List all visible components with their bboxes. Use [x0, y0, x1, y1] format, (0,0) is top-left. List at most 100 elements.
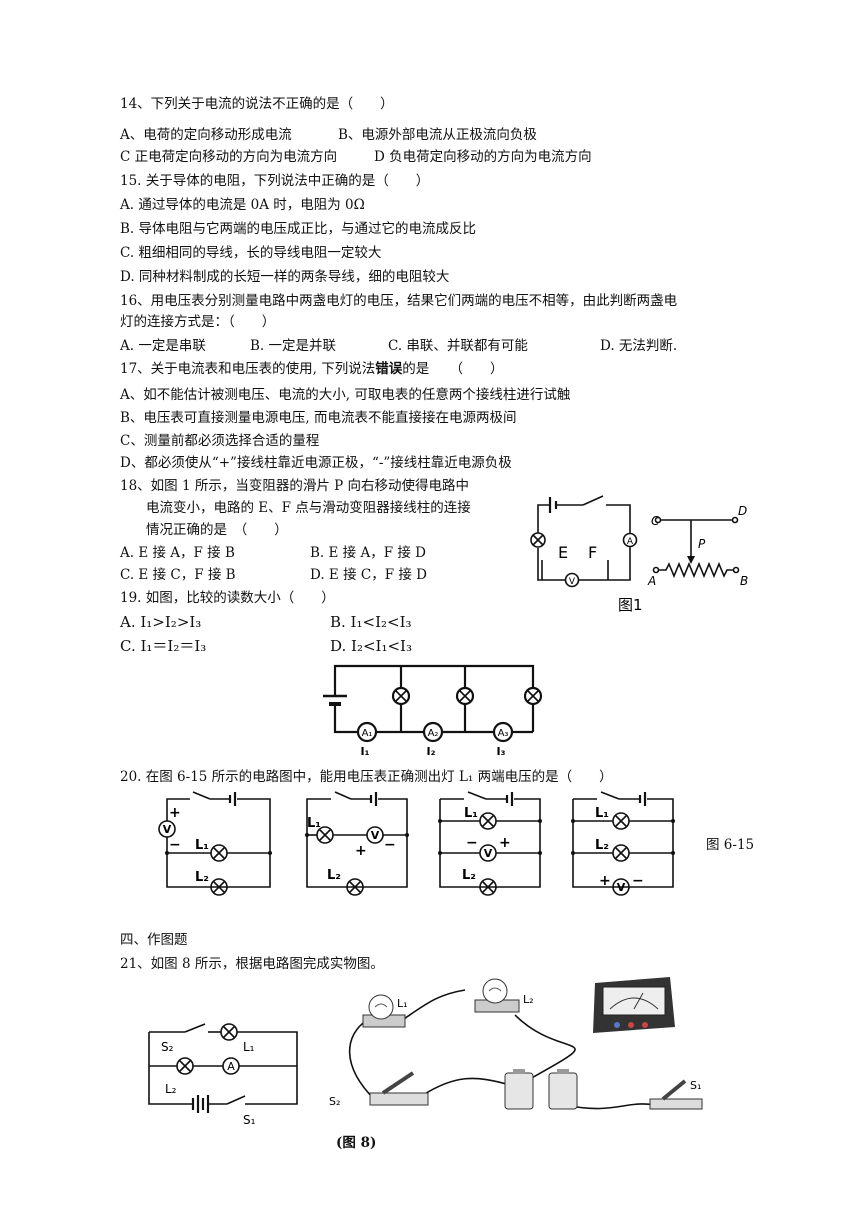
- lamp-l2-label: L₂: [595, 838, 609, 853]
- wire: [504, 1014, 576, 1094]
- wire: [348, 1019, 376, 1101]
- wire: [237, 1031, 298, 1105]
- q14-option-b: B、电源外部电流从正极流向负极: [338, 127, 537, 143]
- wire: [333, 664, 535, 688]
- terminal-b: [732, 566, 740, 574]
- figure-1-caption: 图1: [618, 596, 643, 614]
- wire: [564, 1103, 656, 1110]
- voltmeter-icon: [612, 878, 630, 896]
- wire: [606, 504, 631, 534]
- current-i3-label: I₃: [497, 745, 506, 758]
- lamp-icon: [612, 812, 630, 830]
- lamp-l2-icon: [176, 1057, 194, 1075]
- lamp-l2-label: L₂: [327, 868, 341, 883]
- q17-option-d: D、都必须使从“+”接线柱靠近电源正极，“-”接线柱靠近电源负极: [120, 455, 512, 471]
- junction: [165, 851, 169, 855]
- section-heading: 四、作图题: [120, 932, 188, 948]
- switch-s1-physical-label: S₁: [690, 1079, 701, 1092]
- q15-option-d: D. 同种材料制成的长短一样的两条导线，细的电阻较大: [120, 269, 450, 285]
- switch-blade: [582, 495, 604, 506]
- junction: [438, 851, 442, 855]
- ammeter-device-icon: [593, 977, 675, 1033]
- q18-stem-line2: 电流变小，电路的 E、F 点与滑动变阻器接线柱的连接: [146, 500, 471, 516]
- q17-option-a: A、如不能估计被测电压、电流的大小, 可取电表的任意两个接线柱进行试触: [120, 387, 571, 403]
- wire: [333, 704, 357, 734]
- q15-option-b: B. 导体电阻与它两端的电压成正比，与通过它的电流成反比: [120, 221, 477, 237]
- lamp-icon: [391, 686, 411, 706]
- q15-option-c: C. 粗细相同的导线，长的导线电阻一定较大: [120, 245, 382, 261]
- plus-label: +: [499, 835, 511, 851]
- q18-stem-line3: 情况正确的是 （ ）: [146, 522, 288, 538]
- q19-option-c: C. I₁＝I₂＝I₃: [120, 637, 207, 655]
- q21-stem: 21、如图 8 所示，根据电路图完成实物图。: [120, 956, 384, 972]
- lamp-cross: [532, 534, 544, 546]
- q17-stem-emphasis: 错误: [375, 361, 403, 377]
- q20-circuit-c: V − + L₁ L₂: [438, 791, 542, 896]
- q19-circuit: A₁ A₂ A₃ I₁ I₂ I₃: [323, 664, 543, 758]
- bulb-l1-icon: [362, 994, 406, 1028]
- junction: [538, 819, 542, 823]
- switch-s2-blade: [184, 1023, 206, 1033]
- q16-option-a: A. 一定是串联: [120, 338, 206, 354]
- plus-label: +: [355, 843, 367, 859]
- lamp-l2-label: L₂: [462, 868, 476, 883]
- switch-s2-physical-label: S₂: [329, 1095, 340, 1108]
- lamp-icon: [210, 878, 228, 896]
- wire: [166, 798, 190, 821]
- terminal-b-label: B: [740, 574, 748, 588]
- ammeter-a1-label: A₁: [362, 728, 373, 739]
- terminal-a-label: A: [647, 574, 656, 588]
- bulb-l1-label: L₁: [397, 997, 408, 1010]
- figure-1-circuit: A V E F C D P A B 图1: [530, 495, 748, 614]
- q19-stem: 19. 如图，比较的读数大小（ ）: [120, 590, 335, 606]
- lamp-l1-label: L₁: [464, 806, 478, 821]
- voltmeter-label: V: [163, 823, 172, 836]
- switch-s2-icon: [369, 1071, 429, 1106]
- junction: [438, 819, 442, 823]
- wire: [439, 798, 541, 888]
- q15-option-a: A. 通过导体的电流是 0A 时，电阻为 0Ω: [120, 197, 365, 213]
- point-f-label: F: [588, 543, 597, 562]
- lamp-l1-label: L₁: [243, 1040, 255, 1054]
- lamp-l1-icon: [220, 1023, 238, 1041]
- q16-option-c: C. 串联、并联都有可能: [388, 338, 528, 354]
- q14-stem: 14、下列关于电流的说法不正确的是（ ）: [120, 96, 394, 112]
- q20-circuit-d: V + − L₁ L₂: [571, 791, 675, 896]
- minus-label: −: [632, 873, 644, 889]
- voltmeter-label: V: [617, 881, 626, 894]
- lamp-icon: [346, 878, 364, 896]
- battery-icon: [548, 1069, 578, 1110]
- lamp-icon: [612, 844, 630, 862]
- q17-option-b: B、电压表可直接测量电源电压, 而电流表不能直接接在电源两极间: [120, 410, 517, 426]
- ammeter-label: A: [627, 537, 634, 547]
- q20-circuit-a: V + − L₁ L₂: [158, 791, 272, 896]
- lamp-icon: [479, 878, 497, 896]
- plus-label: +: [599, 873, 611, 889]
- q16-stem-line2: 灯的连接方式是：（ ）: [120, 314, 276, 330]
- junction: [571, 819, 575, 823]
- q17-stem: 17、关于电流表和电压表的使用, 下列说法错误的是 （ ）: [120, 359, 504, 379]
- terminal-a: [652, 566, 660, 574]
- wire: [608, 546, 631, 581]
- wire: [166, 798, 271, 888]
- ammeter-a3-label: A₃: [498, 728, 509, 739]
- minus-label: −: [169, 837, 181, 853]
- bulb-l2-label: L₂: [523, 993, 534, 1006]
- lamp-l1-label: L₁: [307, 816, 321, 831]
- q17-stem-post: 的是 （ ）: [402, 361, 504, 377]
- lamp-icon: [479, 812, 497, 830]
- battery-icon: [504, 1069, 534, 1110]
- q17-option-c: C、测量前都必须选择合适的量程: [120, 433, 320, 449]
- figure-8-caption: (图 8): [336, 1135, 377, 1151]
- voltmeter-label: V: [484, 847, 493, 860]
- q20-circuit-b: V + − L₁ L₂: [305, 791, 409, 896]
- voltmeter-label: V: [371, 829, 380, 842]
- q14-option-d: D 负电荷定向移动的方向为电流方向: [374, 149, 592, 165]
- rheostat-coil: [658, 561, 734, 579]
- q15-stem: 15. 关于导体的电阻，下列说法中正确的是（ ）: [120, 173, 430, 189]
- q18-option-b: B. E 接 A，F 接 D: [310, 545, 426, 561]
- point-e-label: E: [558, 543, 568, 562]
- wire: [422, 1077, 511, 1096]
- q19-option-a: A. I₁>I₂>I₃: [120, 613, 202, 631]
- q17-stem-pre: 17、关于电流表和电压表的使用, 下列说法: [120, 361, 376, 377]
